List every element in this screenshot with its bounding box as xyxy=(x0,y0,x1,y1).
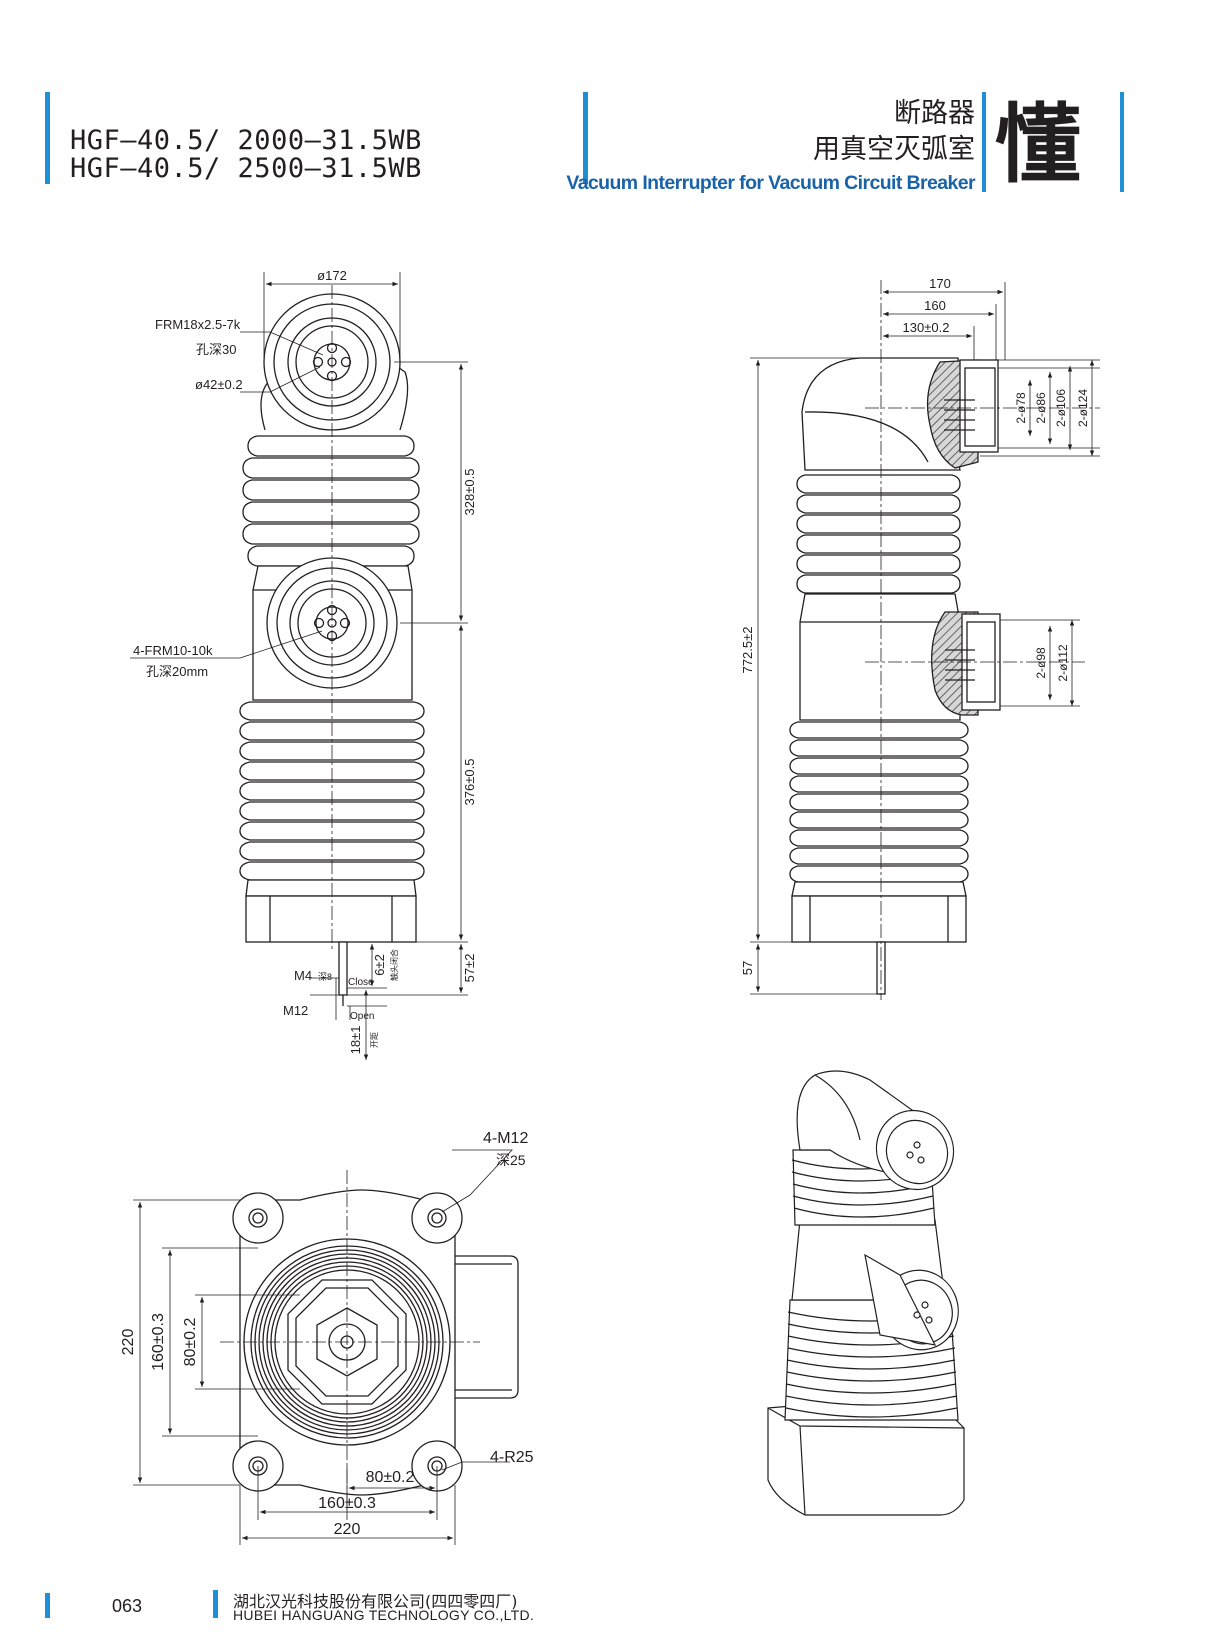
header-left-accent-bar xyxy=(45,92,50,184)
side-upper-sheds xyxy=(796,474,961,594)
dim-mid-112: 2-ø112 xyxy=(1056,644,1070,681)
label-thread-mid: 4-FRM10-10k xyxy=(133,643,213,658)
logo-char: 懂 xyxy=(995,97,1081,192)
dim-open-travel: 18±1 xyxy=(348,1026,363,1055)
dim-h-160: 160±0.3 xyxy=(318,1495,376,1512)
dim-top-78: 2-ø78 xyxy=(1014,392,1028,424)
front-view-labels: ø172 FRM18x2.5-7k 孔深30 ø42±0.2 4-FRM10-1… xyxy=(133,268,477,1054)
label-m4: M4 xyxy=(294,968,312,983)
label-4-r25: 4-R25 xyxy=(490,1449,534,1466)
label-center-dia: ø42±0.2 xyxy=(195,377,243,392)
dim-close-travel: 6±2 xyxy=(372,954,387,976)
isometric-view xyxy=(767,1070,965,1516)
dim-h-220: 220 xyxy=(334,1521,361,1538)
footer-left-bar xyxy=(45,1593,50,1618)
logo-icon: 懂 xyxy=(995,97,1081,193)
label-hole-depth-mid: 孔深20mm xyxy=(146,664,208,679)
company-en: HUBEI HANGUANG TECHNOLOGY CO.,LTD. xyxy=(233,1607,535,1623)
label-m12-depth: 深25 xyxy=(496,1152,526,1168)
title-cn-line-2: 用真空灭弧室 xyxy=(813,134,975,165)
dim-bottom: 57±2 xyxy=(462,954,477,983)
logo-right-bar xyxy=(1120,92,1124,192)
side-view xyxy=(750,280,1100,1000)
dim-57: 57 xyxy=(740,961,755,975)
dim-h-80: 80±0.2 xyxy=(366,1469,415,1486)
side-lower-sheds xyxy=(789,721,969,883)
dim-total-height: 772.5±2 xyxy=(740,627,755,674)
dim-160: 160 xyxy=(924,298,946,313)
label-m4-depth: 深8 xyxy=(318,972,332,982)
dim-lower: 376±0.5 xyxy=(462,759,477,806)
logo-mark: 懂 xyxy=(994,92,1082,193)
label-thread-top: FRM18x2.5-7k xyxy=(155,317,241,332)
dim-upper: 328±0.5 xyxy=(462,469,477,516)
label-4-m12: 4-M12 xyxy=(483,1130,528,1147)
title-en: Vacuum Interrupter for Vacuum Circuit Br… xyxy=(566,172,975,194)
front-view xyxy=(130,272,468,1060)
dim-170: 170 xyxy=(929,276,951,291)
model-number-1: HGF—40.5∕ 2000—31.5WB xyxy=(70,125,422,156)
upper-sheds xyxy=(242,435,420,567)
bottom-view xyxy=(133,1149,519,1545)
logo-left-bar xyxy=(982,92,986,192)
label-open: Open xyxy=(350,1011,374,1022)
dim-v-220: 220 xyxy=(120,1329,137,1356)
label-close: Close xyxy=(348,977,374,988)
mid-terminal-outer xyxy=(266,557,398,689)
footer-mid-bar xyxy=(213,1590,218,1618)
label-hole-depth-top: 孔深30 xyxy=(196,342,236,357)
dim-v-80: 80±0.2 xyxy=(182,1317,199,1366)
title-cn-line-1: 断路器 xyxy=(894,98,975,129)
side-view-labels: 170 160 130±0.2 772.5±2 57 2-ø78 2-ø86 2… xyxy=(740,276,1090,975)
label-m12: M12 xyxy=(283,1003,308,1018)
header-right-accent-bar xyxy=(583,92,588,184)
dim-top-86: 2-ø86 xyxy=(1034,392,1048,424)
page-number: 063 xyxy=(112,1596,143,1616)
label-open-cn: 开距 xyxy=(370,1032,379,1048)
label-close-cn: 触头闭合 xyxy=(389,949,399,981)
dim-mid-98: 2-ø98 xyxy=(1034,647,1048,679)
bottom-view-labels: 4-M12 深25 4-R25 220 160±0.3 80±0.2 80±0.… xyxy=(120,1130,534,1538)
dim-v-160: 160±0.3 xyxy=(150,1313,167,1371)
model-number-2: HGF—40.5∕ 2500—31.5WB xyxy=(70,153,422,184)
dim-top-width: ø172 xyxy=(317,268,347,283)
company-cn: 湖北汉光科技股份有限公司(四四零四厂) xyxy=(233,1592,518,1611)
dim-top-106: 2-ø106 xyxy=(1054,389,1068,427)
dim-130: 130±0.2 xyxy=(903,320,950,335)
dim-top-124: 2-ø124 xyxy=(1076,389,1090,427)
